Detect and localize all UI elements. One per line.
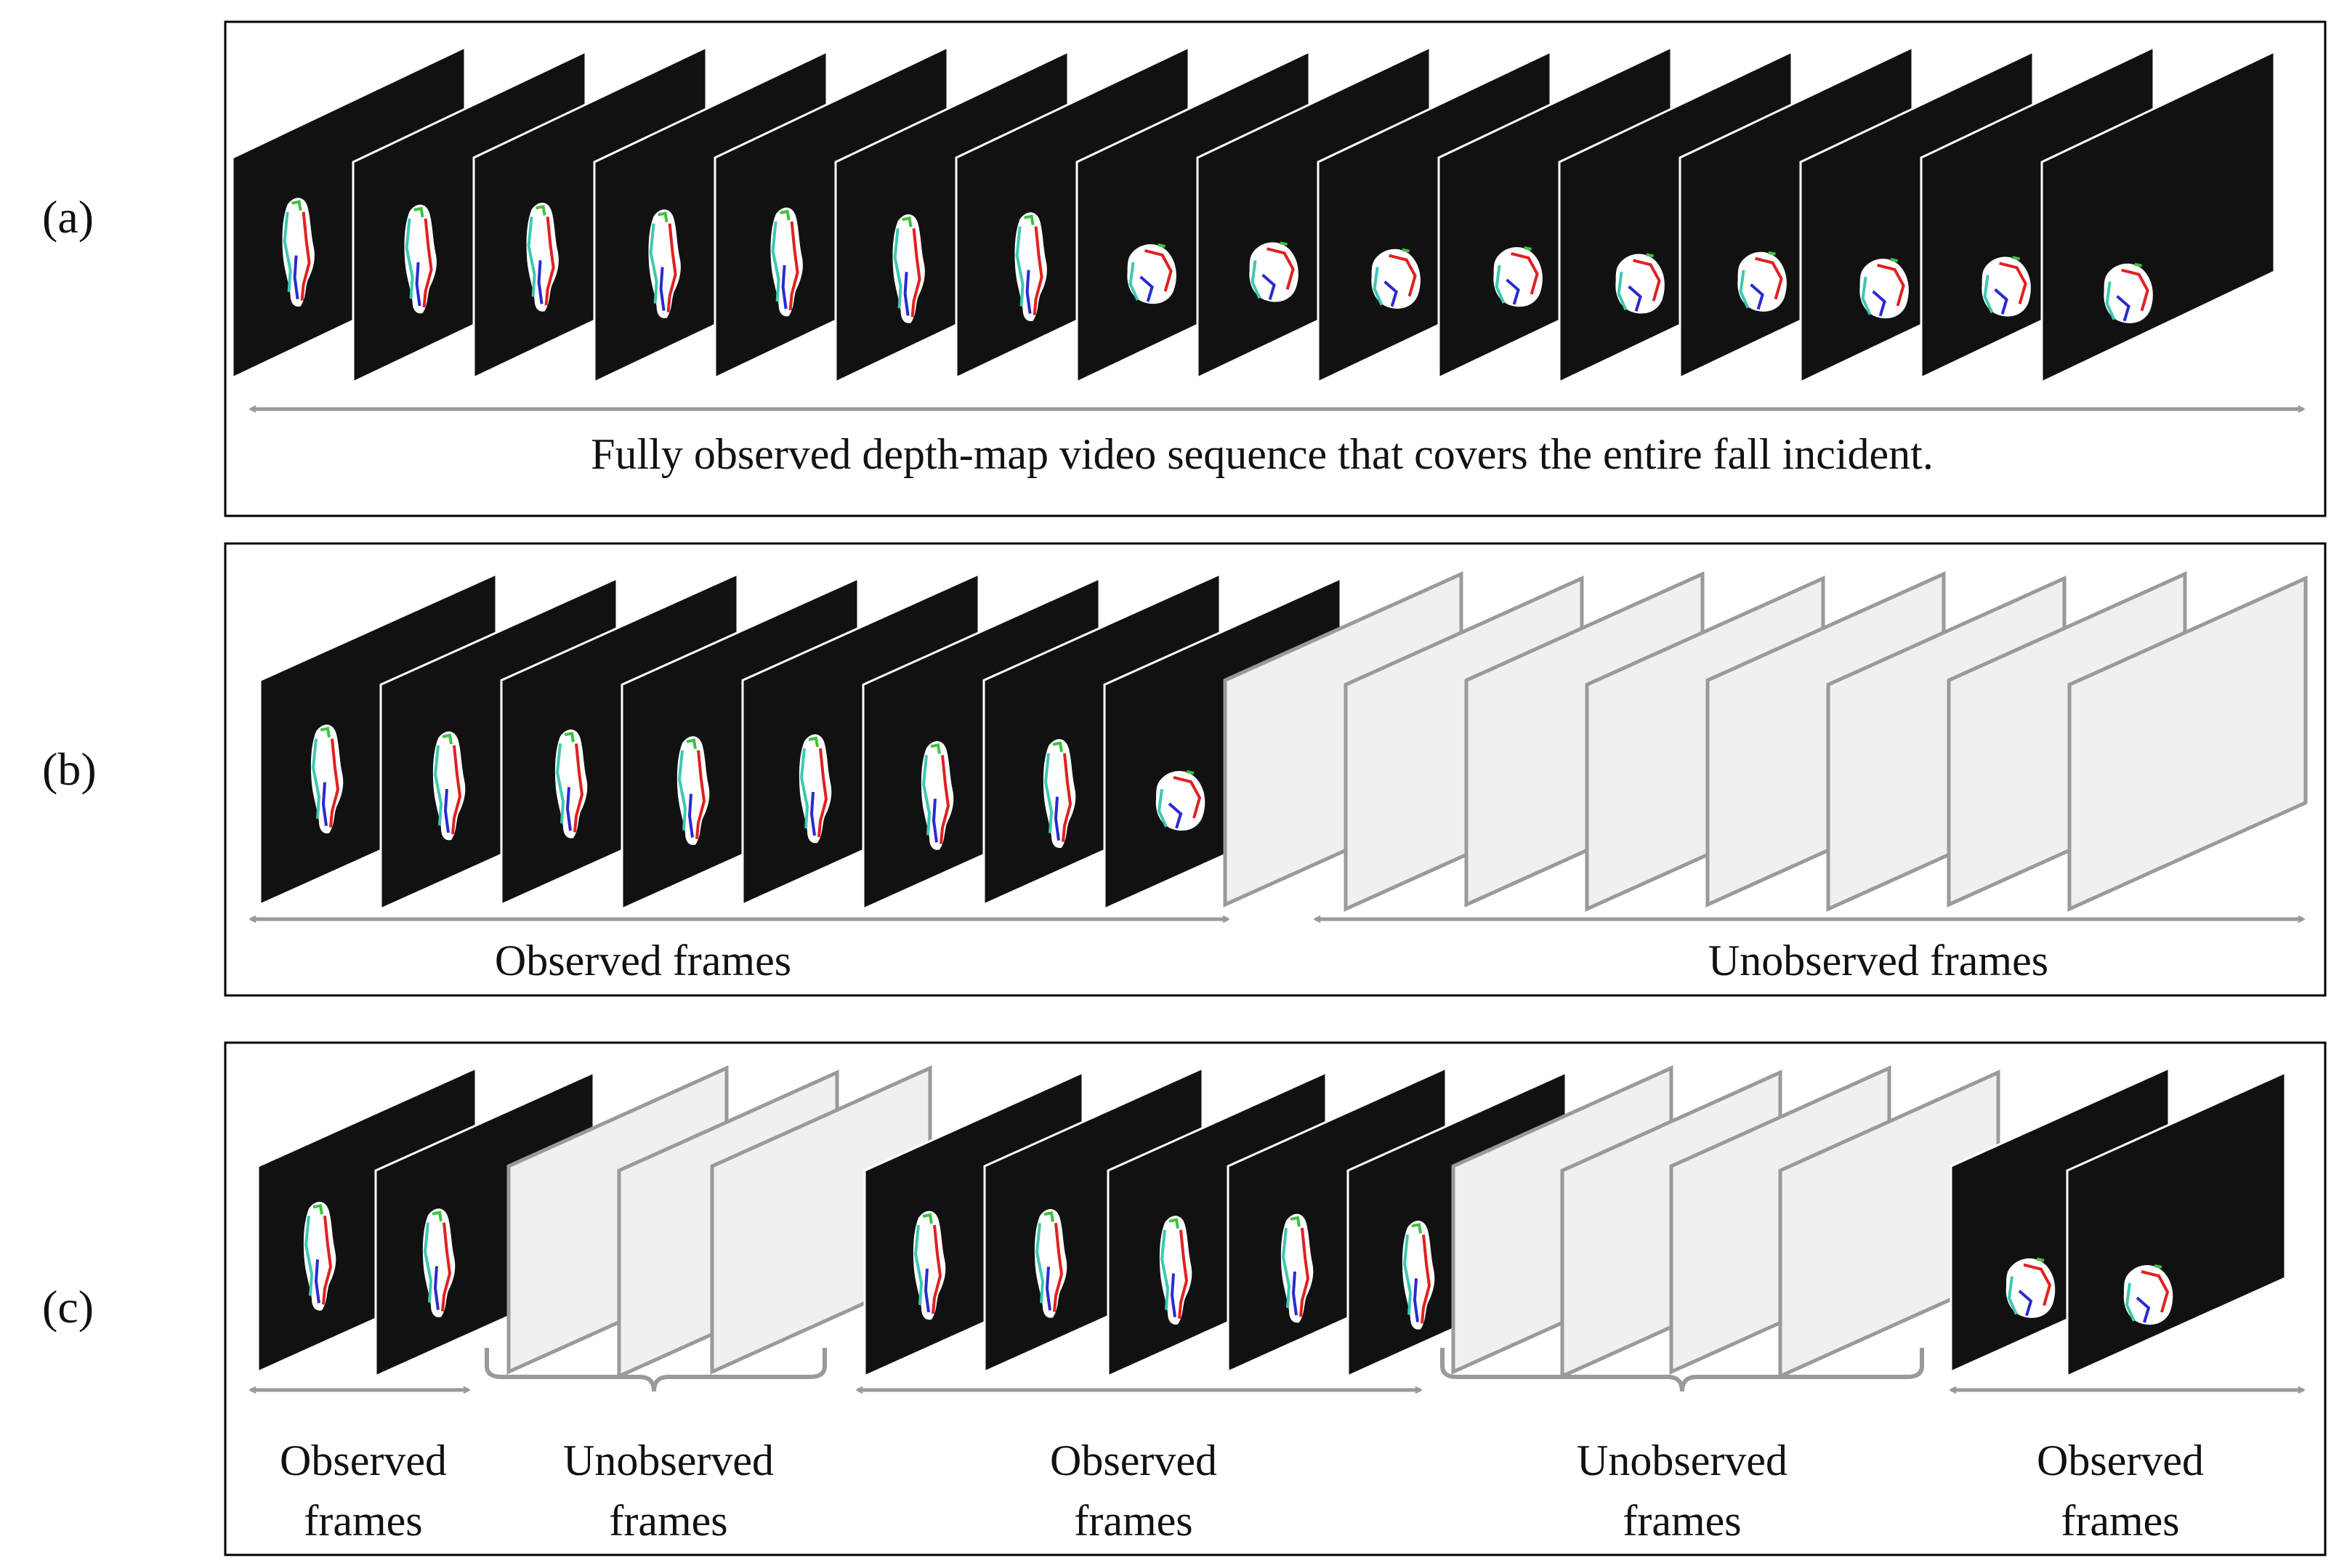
fallen-person-skeleton	[1736, 250, 1788, 313]
row-c-caption-4-line-2: frames	[1623, 1497, 1741, 1545]
row-c-frames	[256, 1065, 2287, 1379]
row-b-caption-observed: Observed frames	[495, 937, 791, 985]
fallen-person-skeleton	[2122, 1264, 2175, 1327]
row-c-caption-1: Observed frames	[280, 1436, 447, 1545]
row-b-frames	[259, 571, 2308, 912]
fallen-person-skeleton	[2004, 1256, 2057, 1320]
observed-frame	[2066, 1070, 2287, 1378]
row-c-caption-2-line-2: frames	[609, 1497, 727, 1545]
fallen-person-skeleton	[1492, 246, 1544, 309]
row-b-caption-unobserved: Unobserved frames	[1708, 937, 2048, 985]
fallen-person-skeleton	[1980, 255, 2032, 318]
row-c-caption-5-line-1: Observed	[2037, 1436, 2204, 1484]
fallen-person-skeleton	[1614, 252, 1666, 315]
row-c: (c) Observed frames Unobserved frames Ob…	[42, 1041, 2327, 1556]
fallen-person-skeleton	[1370, 247, 1422, 310]
row-c-caption-4: Unobserved frames	[1577, 1436, 1787, 1545]
unobserved-frame	[2067, 575, 2308, 912]
row-c-caption-3: Observed frames	[1050, 1436, 1217, 1545]
row-a-caption: Fully observed depth-map video sequence …	[591, 430, 1934, 478]
row-c-brace-unobserved-1	[485, 1348, 827, 1392]
row-c-label: (c)	[42, 1281, 94, 1333]
row-c-caption-2: Unobserved frames	[563, 1436, 774, 1545]
row-a: (a) Fully observed depth-map video seque…	[42, 20, 2327, 517]
row-c-caption-3-line-2: frames	[1074, 1497, 1192, 1545]
row-c-caption-3-line-1: Observed	[1050, 1436, 1217, 1484]
row-c-caption-5-line-2: frames	[2061, 1497, 2179, 1545]
unobserved-frame	[1778, 1070, 2000, 1379]
row-c-caption-4-line-1: Unobserved	[1577, 1436, 1787, 1484]
row-c-brace-unobserved-2	[1440, 1348, 1924, 1392]
row-c-caption-1-line-2: frames	[304, 1497, 422, 1545]
fallen-person-skeleton	[2102, 262, 2154, 325]
row-c-caption-5: Observed frames	[2037, 1436, 2204, 1545]
fallen-person-skeleton	[1154, 769, 1207, 833]
fallen-person-skeleton	[1126, 243, 1178, 306]
row-b: (b) Observed frames Unobserved frames	[42, 542, 2327, 997]
observed-frame	[2040, 49, 2276, 384]
row-c-caption-2-line-1: Unobserved	[563, 1436, 774, 1484]
row-b-label: (b)	[42, 743, 97, 795]
fallen-person-skeleton	[1248, 241, 1300, 304]
row-a-label: (a)	[42, 191, 94, 243]
row-c-caption-1-line-1: Observed	[280, 1436, 447, 1484]
row-a-frames	[231, 45, 2276, 384]
fallen-person-skeleton	[1858, 257, 1910, 320]
